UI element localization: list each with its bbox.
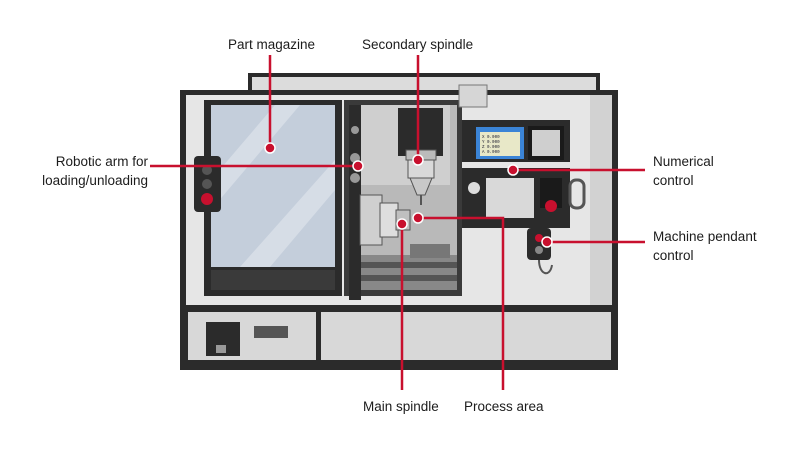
nc-line-y: Y 0.000 [482,141,500,145]
label-machine-pendant-line2: control [653,248,694,263]
nc-line-z: Z 0.000 [482,146,500,150]
secondary-spindle-assembly [398,108,443,205]
label-robotic-arm-line1: Robotic arm for [55,154,148,169]
label-machine-pendant-line1: Machine pendant [653,229,757,244]
machine-pendant [527,228,553,275]
dot-main-spindle [396,218,408,230]
dot-part-magazine [264,142,276,154]
label-secondary-spindle: Secondary spindle [362,37,474,52]
dot-numerical-control [507,164,519,176]
label-numerical-control: Numerical control [653,152,714,190]
annotation-lines [150,55,645,390]
label-process-area: Process area [464,399,544,414]
dot-secondary-spindle [412,154,424,166]
label-robotic-arm: Robotic arm for loading/unloading [20,152,148,190]
label-numerical-control-line1: Numerical [653,154,714,169]
dot-robotic-arm [352,160,364,172]
machine-base [180,305,618,367]
label-robotic-arm-line2: loading/unloading [42,173,148,188]
label-main-spindle: Main spindle [363,399,439,414]
dot-process-area [412,212,424,224]
nc-screen-readout: X 0.000 Y 0.000 Z 0.000 A 0.000 [482,136,500,155]
label-part-magazine: Part magazine [228,37,316,52]
annotation-dots [264,142,553,248]
label-machine-pendant-control: Machine pendant control [653,227,757,265]
label-numerical-control-line2: control [653,173,694,188]
nc-line-a: A 0.000 [482,151,500,155]
nc-line-x: X 0.000 [482,136,500,140]
dot-machine-pendant [541,236,553,248]
leader-process-area [418,216,505,390]
robotic-arm-control-box [194,156,221,212]
machine-right-strip [590,95,612,305]
part-magazine [204,100,342,296]
